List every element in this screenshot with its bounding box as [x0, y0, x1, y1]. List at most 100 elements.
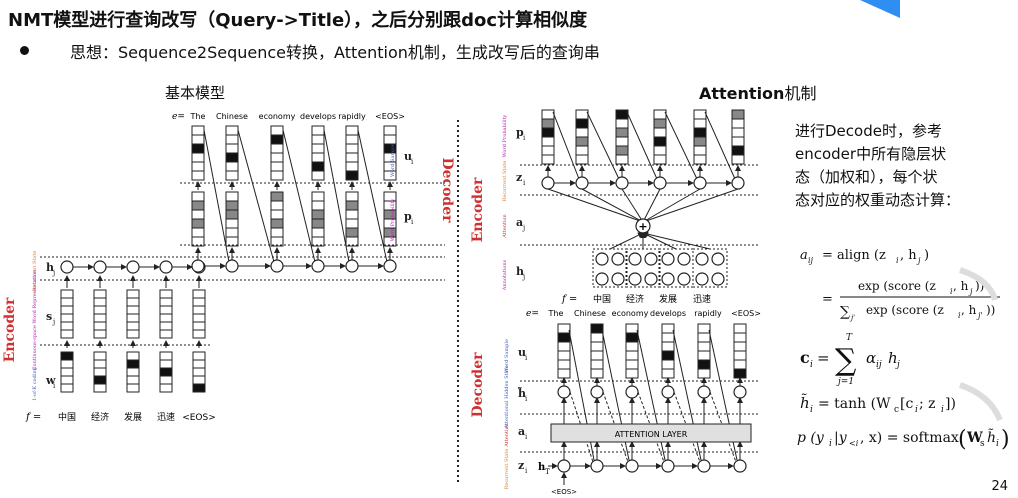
encoder-onehot-cell — [126, 383, 140, 393]
f1-close: ) — [924, 248, 929, 263]
decoder-word-sample-cell — [225, 170, 239, 181]
decoder-hidden-node — [191, 259, 205, 273]
decoder-word-prob-cell — [270, 200, 284, 211]
attn-word-prob-cell — [731, 127, 745, 138]
attn-word-prob-cell — [653, 118, 667, 129]
encoder-onehot-cell — [159, 359, 173, 369]
f4-z: ; z — [919, 396, 936, 412]
encoder-onehot-cell — [60, 367, 74, 377]
f1-a: a — [800, 248, 808, 263]
decoder-word-prob-cell — [225, 200, 239, 211]
dec-word-sample-cell — [625, 368, 639, 379]
f1-hj: j — [916, 256, 921, 265]
decoder-word-sample-cell — [345, 125, 359, 136]
decoder-word-prob-cell — [191, 218, 205, 229]
attn-feedback — [552, 111, 580, 180]
decoder-word-sample-cell — [270, 143, 284, 154]
attn-output-word: economy — [612, 309, 649, 318]
decoder-word-prob-cell — [225, 236, 239, 247]
encoder-onehot-cell — [192, 383, 206, 393]
f5-bar: |y — [834, 430, 848, 446]
attn-word-prob-cell — [541, 154, 555, 165]
encoder-onehot-cell — [192, 359, 206, 369]
attn-word-prob-cell — [575, 145, 589, 156]
left-input-word: <EOS> — [182, 413, 216, 423]
dec-row-h-desc: Attentional Hidden State — [504, 365, 510, 429]
f3-hj: j — [895, 360, 900, 370]
dec-feedback — [203, 129, 230, 263]
dec-word-sample-cell — [697, 332, 711, 343]
f3-sum: ∑ — [835, 343, 857, 378]
encoder-embedding-cell — [60, 329, 74, 339]
encoder-embedding-cell — [159, 297, 173, 307]
dec-word-sample-cell — [733, 341, 747, 352]
decoder-word-prob-cell — [225, 218, 239, 229]
attn-word-prob-cell — [575, 154, 589, 165]
decoder-word-sample-cell — [191, 143, 205, 154]
decoder-word-prob-cell — [345, 209, 359, 220]
decoder-word-sample-cell — [191, 125, 205, 136]
encoder-embedding-cell — [60, 321, 74, 331]
f5-ws: s — [980, 439, 985, 449]
decoder-word-sample-cell — [311, 170, 325, 181]
attn-e-label: e= — [526, 309, 539, 319]
decoder-word-prob-cell — [345, 218, 359, 229]
encoder-embedding-cell — [60, 297, 74, 307]
decoder-word-sample-cell — [311, 125, 325, 136]
note-line-3: 态（加权和），每个状 — [795, 168, 938, 186]
encoder-onehot-cell — [192, 375, 206, 385]
dec-word-sample-cell — [697, 341, 711, 352]
f2-den-i: i — [958, 311, 961, 320]
f1-rhs: = align (z — [822, 248, 886, 263]
decoder-word-prob-cell — [311, 191, 325, 202]
annotation-to-plus — [642, 232, 677, 250]
f3-sum-top: T — [846, 333, 853, 343]
decoder-word-sample-cell — [311, 161, 325, 172]
encoder-embedding-cell — [159, 329, 173, 339]
dec-word-sample-cell — [661, 368, 675, 379]
dec-word-sample-cell — [697, 323, 711, 334]
decoder-word-sample-cell — [191, 161, 205, 172]
decoder-word-prob-cell — [191, 227, 205, 238]
encoder-embedding-cell — [93, 329, 107, 339]
attn-word-prob-cell — [653, 136, 667, 147]
attn-word-prob-cell — [731, 118, 745, 129]
attn-feedback — [704, 111, 736, 180]
encoder-embedding-cell — [159, 289, 173, 299]
attn-output-word: Chinese — [574, 309, 606, 318]
decoder-word-sample-cell — [311, 143, 325, 154]
left-enc-row-w-sym: w — [45, 374, 56, 387]
dec-word-sample-cell — [557, 332, 571, 343]
annotation-bwd-node — [677, 272, 691, 286]
dec-word-sample-cell — [697, 350, 711, 361]
attn-word-prob-cell — [615, 154, 629, 165]
attn-word-prob-cell — [693, 145, 707, 156]
decoder-word-sample-cell — [191, 134, 205, 145]
dec-word-sample-cell — [625, 332, 639, 343]
annotation-fwd-node — [695, 252, 709, 266]
left-input-word: 迅速 — [157, 412, 175, 423]
attn-word-prob-cell — [615, 145, 629, 156]
attn-word-prob-cell — [615, 118, 629, 129]
attention-mechanism-label: Attention机制 — [699, 80, 816, 104]
annotation-to-plus — [609, 232, 644, 250]
decoder-word-sample-cell — [345, 134, 359, 145]
attn-word-prob-cell — [541, 118, 555, 129]
f2-num-i: i — [950, 287, 953, 296]
left-enc-row-w-sub: i — [53, 382, 56, 390]
attn-word-prob-cell — [693, 109, 707, 120]
dec-word-sample-cell — [557, 350, 571, 361]
attn-word-prob-cell — [541, 109, 555, 120]
annotation-bwd-node — [711, 272, 725, 286]
attn-row-z-sub: i — [523, 179, 526, 187]
dec-row-a-sub: i — [525, 433, 528, 441]
f1-sub: ij — [808, 256, 814, 265]
attn-word-prob-cell — [541, 127, 555, 138]
decoder-word-sample-cell — [311, 134, 325, 145]
encoder-onehot-cell — [93, 375, 107, 385]
left-e-label: e= — [172, 112, 185, 122]
decoder-word-sample-cell — [345, 161, 359, 172]
encoder-onehot-cell — [159, 375, 173, 385]
attn-state-node — [541, 176, 555, 190]
